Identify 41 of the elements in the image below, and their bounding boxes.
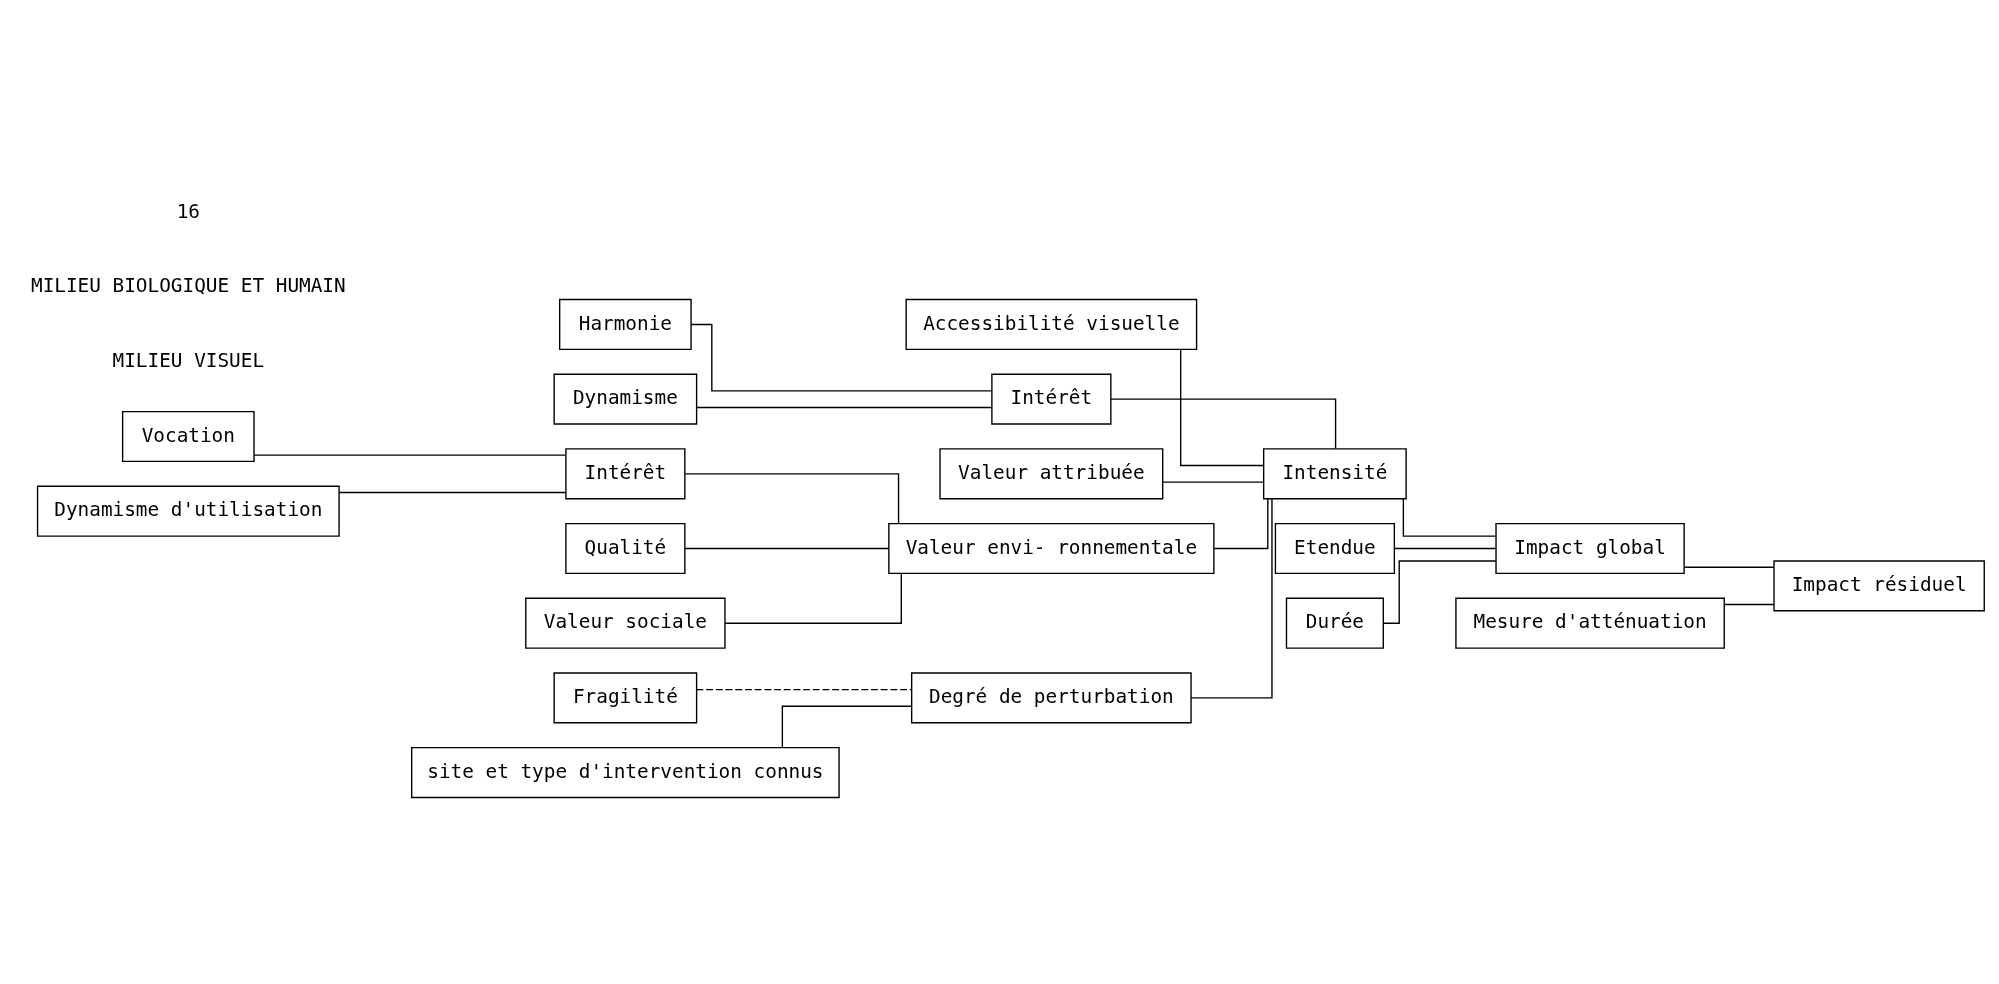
connector: [696, 406, 993, 408]
node-box: Vocation: [121, 410, 255, 462]
node-box: Intérêt: [991, 373, 1112, 425]
connector: [781, 705, 913, 748]
node-box: Dynamisme: [553, 373, 698, 425]
connector: [696, 688, 912, 690]
connector: [1723, 603, 1775, 605]
node-box: Qualité: [565, 522, 686, 574]
connector: [1213, 497, 1269, 549]
node-box: site et type d'intervention connus: [411, 746, 840, 798]
connector: [1162, 480, 1265, 483]
node-box: Impact global: [1495, 522, 1685, 574]
label: MILIEU VISUEL: [112, 348, 265, 372]
node-box: Durée: [1285, 597, 1384, 649]
node-box: Valeur sociale: [525, 597, 726, 649]
node-box: Valeur attribuée: [939, 447, 1164, 499]
node-box: Accessibilité visuelle: [905, 298, 1198, 350]
node-box: Intensité: [1263, 447, 1407, 499]
label: MILIEU BIOLOGIQUE ET HUMAIN: [30, 273, 346, 297]
connector: [1683, 566, 1775, 568]
node-box: Dynamisme d'utilisation: [36, 485, 340, 537]
node-box: Mesure d'atténuation: [1455, 597, 1725, 649]
connector: [684, 547, 890, 549]
connector: [1402, 497, 1497, 537]
node-box: Etendue: [1274, 522, 1396, 574]
connector: [338, 491, 567, 493]
connector: [1110, 397, 1337, 449]
node-box: Impact résiduel: [1773, 559, 1985, 611]
connector: [1190, 497, 1273, 699]
node-box: Fragilité: [553, 671, 698, 723]
node-box: Intérêt: [565, 447, 686, 499]
connector: [1382, 559, 1497, 624]
connector: [724, 572, 902, 624]
connector: [1180, 348, 1265, 466]
node-box: Degré de perturbation: [910, 671, 1192, 723]
connector: [1394, 547, 1497, 549]
connector: [684, 472, 900, 524]
node-box: Harmonie: [559, 298, 692, 350]
node-box: Valeur envi- ronnementale: [888, 522, 1215, 574]
connector: [253, 453, 566, 456]
label: 16: [176, 199, 200, 223]
